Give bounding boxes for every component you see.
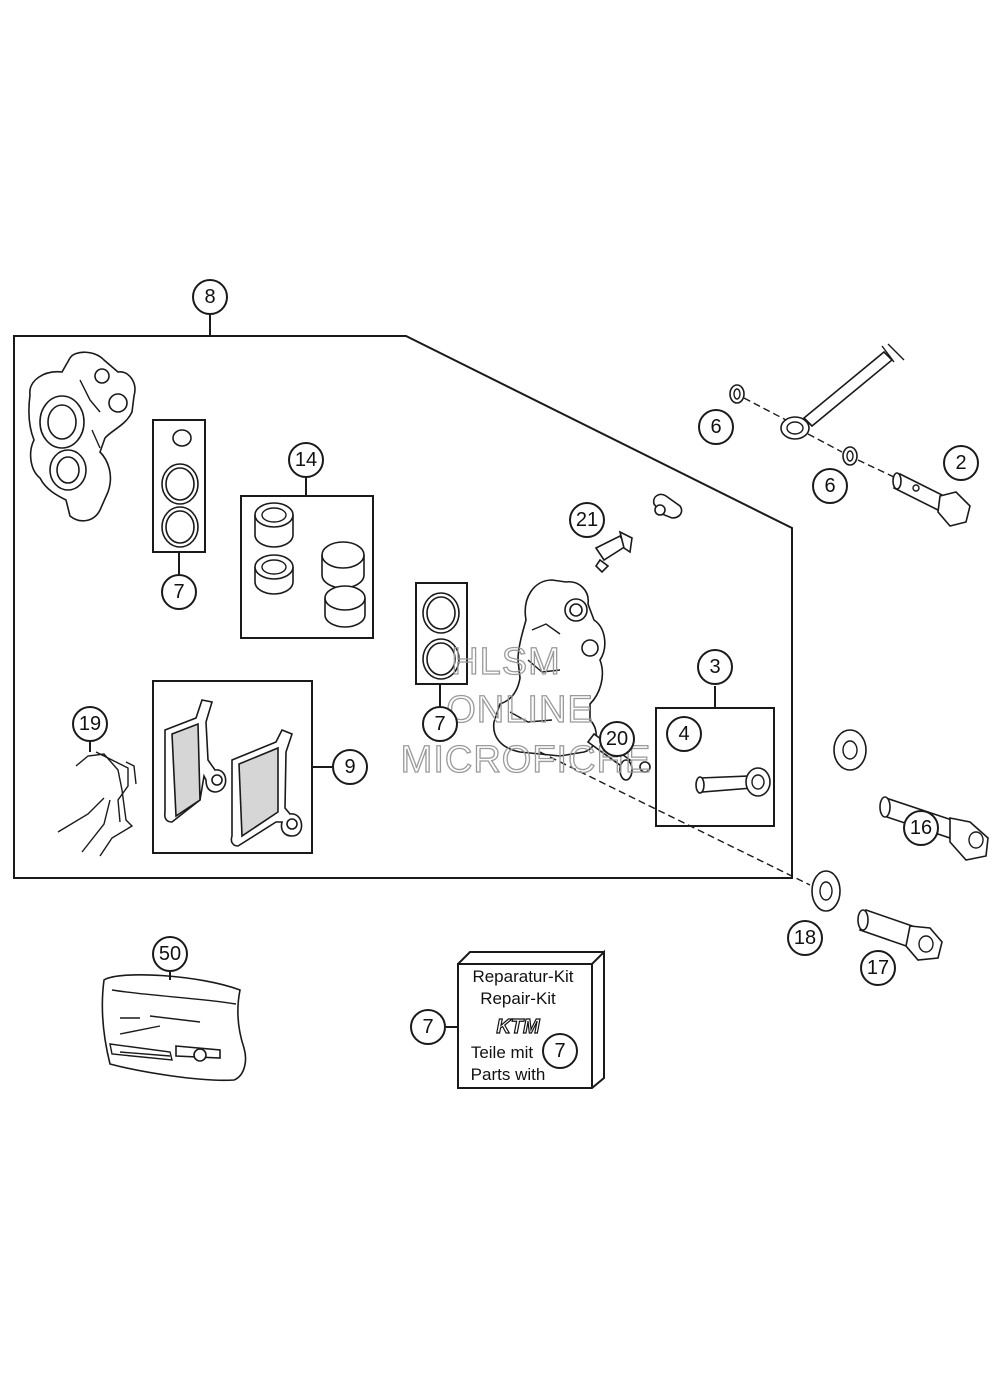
grease-pack[interactable] [101,974,247,1082]
callout-7-kit-inner[interactable]: 7 [542,1033,578,1069]
svg-text:21: 21 [576,509,598,531]
callout-9[interactable]: 9 [332,749,368,785]
bleed-cap[interactable] [652,493,683,519]
callout-17[interactable]: 17 [860,950,896,986]
callout-7-center[interactable]: 7 [422,706,458,742]
callout-21[interactable]: 21 [569,502,605,538]
watermark-line2: ONLINE [446,689,593,731]
svg-text:17: 17 [867,957,889,979]
seal-rings[interactable] [161,429,199,548]
svg-text:7: 7 [434,713,445,735]
callout-2[interactable]: 2 [943,445,979,481]
bleed-screw[interactable] [594,530,633,574]
caliper-screw[interactable] [695,767,771,797]
brake-pads[interactable] [163,699,303,847]
caliper-bracket[interactable] [28,351,136,522]
svg-text:50: 50 [159,943,181,965]
svg-text:20: 20 [606,728,628,750]
ktm-logo: KTM [496,1016,541,1038]
svg-text:4: 4 [678,723,689,745]
watermark-line1: HLSM [451,641,561,683]
svg-text:6: 6 [824,475,835,497]
caliper-body[interactable] [492,579,606,757]
svg-text:18: 18 [794,927,816,949]
svg-text:8: 8 [204,286,215,308]
callout-4[interactable]: 4 [666,716,702,752]
callout-14[interactable]: 14 [288,442,324,478]
callout-6-top[interactable]: 6 [698,409,734,445]
mounting-bolt-17[interactable] [857,908,943,961]
repair-kit-line1: Reparatur-Kit [472,967,573,986]
svg-text:7: 7 [554,1040,565,1062]
svg-text:3: 3 [709,656,720,678]
banjo-fitting[interactable] [780,416,810,440]
spacer-washer[interactable] [833,729,867,771]
pistons[interactable] [254,502,366,628]
callout-8[interactable]: 8 [192,279,228,315]
brake-line[interactable] [802,343,905,428]
repair-kit-box [457,949,605,1089]
svg-text:9: 9 [344,756,355,778]
svg-text:7: 7 [173,581,184,603]
callout-7-seal[interactable]: 7 [161,574,197,610]
callout-16[interactable]: 16 [903,810,939,846]
svg-text:14: 14 [295,449,317,471]
svg-text:2: 2 [955,452,966,474]
callout-19[interactable]: 19 [72,706,108,742]
callout-18[interactable]: 18 [787,920,823,956]
small-clip[interactable] [639,761,651,773]
svg-text:16: 16 [910,817,932,839]
axis-line [539,751,811,886]
callout-20[interactable]: 20 [599,721,635,757]
repair-kit-line4: Parts with [471,1065,546,1084]
seal-kit-box-2 [415,582,468,685]
callout-6-bottom[interactable]: 6 [812,468,848,504]
banjo-bolt[interactable] [892,472,971,527]
pad-spring[interactable] [57,751,137,857]
sealing-washer-top[interactable] [729,384,745,404]
svg-text:7: 7 [422,1016,433,1038]
callout-50[interactable]: 50 [152,936,188,972]
sealing-washer-bottom[interactable] [842,446,858,466]
banjo-axis [743,397,897,479]
svg-text:6: 6 [710,416,721,438]
caliper-assembly-boundary [13,335,793,879]
repair-kit-line3: Teile mit [471,1043,534,1062]
repair-kit-line2: Repair-Kit [480,989,556,1008]
washer-18[interactable] [811,870,841,912]
callout-7-kit[interactable]: 7 [410,1009,446,1045]
seal-rings-2[interactable] [422,592,460,680]
callout-3[interactable]: 3 [697,649,733,685]
svg-text:19: 19 [79,713,101,735]
